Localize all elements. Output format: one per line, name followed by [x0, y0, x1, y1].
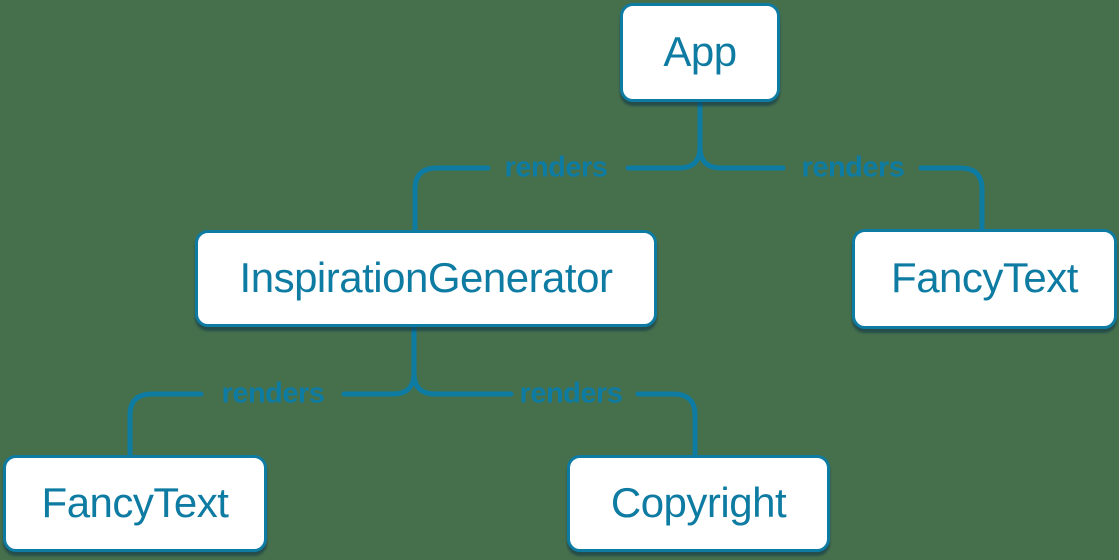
edge-label-app-fancy-text: renders — [801, 151, 905, 184]
node-fancy-text-left: FancyText — [3, 455, 267, 552]
edge-inspiration-generator-to-copyright-tail — [635, 391, 698, 458]
node-copyright-label: Copyright — [610, 478, 787, 526]
edge-inspiration-generator-to-copyright-stem — [411, 324, 514, 397]
edge-label-inspiration-generator-fancy-text: renders — [221, 377, 325, 410]
node-inspiration-generator-label: InspirationGenerator — [239, 253, 613, 301]
edge-label-inspiration-generator-copyright: renders — [519, 377, 623, 410]
node-inspiration-generator: InspirationGenerator — [195, 230, 657, 327]
node-fancy-text-right: FancyText — [852, 229, 1117, 329]
edge-inspiration-generator-to-fancy-text-stem — [341, 324, 417, 397]
node-app-label: App — [663, 27, 737, 75]
edge-label-app-inspiration-generator: renders — [504, 151, 608, 184]
edge-app-to-fancy-text-stem — [697, 99, 786, 171]
edge-app-to-fancy-text-tail — [918, 165, 985, 232]
node-app: App — [620, 3, 780, 102]
edge-inspiration-generator-to-fancy-text-tail — [127, 391, 204, 458]
node-fancy-text-left-label: FancyText — [41, 478, 229, 526]
edge-app-to-inspiration-generator-stem — [625, 99, 703, 171]
node-fancy-text-right-label: FancyText — [891, 254, 1078, 301]
node-copyright: Copyright — [567, 455, 830, 552]
edge-app-to-inspiration-generator-tail — [412, 165, 491, 233]
